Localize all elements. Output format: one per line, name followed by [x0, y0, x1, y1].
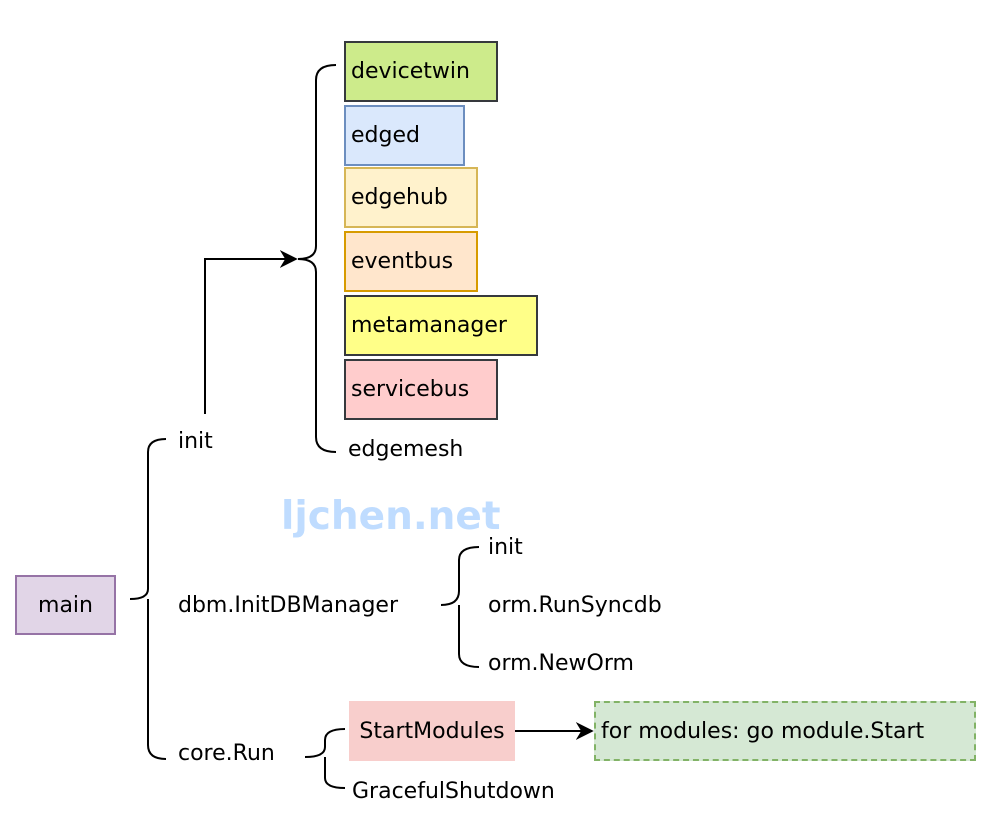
for-modules-label: for modules: go module.Start [601, 718, 925, 744]
main-curly-brace [129, 438, 167, 760]
start-modules-node: StartModules [349, 701, 515, 761]
module-edged: edged [344, 105, 465, 166]
init-to-modules-arrow [204, 250, 298, 414]
start-modules-label: StartModules [359, 718, 505, 744]
module-label: eventbus [351, 249, 454, 274]
main-node: main [15, 575, 116, 635]
module-label: metamanager [351, 313, 507, 338]
dbm-init-node: dbm.InitDBManager [178, 593, 398, 618]
for-modules-node: for modules: go module.Start [594, 701, 976, 761]
main-label: main [38, 592, 93, 618]
modules-curly-brace [297, 64, 337, 453]
dbm-curly-brace [440, 546, 480, 668]
module-metamanager: metamanager [344, 295, 538, 356]
core-run-node: core.Run [178, 741, 275, 766]
graceful-shutdown-node: GracefulShutdown [352, 779, 555, 804]
module-edgehub: edgehub [344, 167, 478, 228]
module-label: servicebus [351, 377, 470, 402]
watermark-text: ljchen.net [281, 494, 501, 539]
module-label: edged [351, 123, 420, 148]
core-run-curly-brace [304, 728, 346, 789]
module-label: edgehub [351, 185, 448, 210]
db-step-init: init [488, 535, 523, 560]
module-edgemesh: edgemesh [348, 437, 464, 462]
module-devicetwin: devicetwin [344, 41, 498, 102]
module-servicebus: servicebus [344, 359, 498, 420]
db-step-new-orm: orm.NewOrm [488, 651, 634, 676]
module-eventbus: eventbus [344, 231, 478, 292]
module-label: devicetwin [351, 59, 470, 84]
db-step-run-syncdb: orm.RunSyncdb [488, 593, 662, 618]
init-node: init [178, 429, 213, 454]
